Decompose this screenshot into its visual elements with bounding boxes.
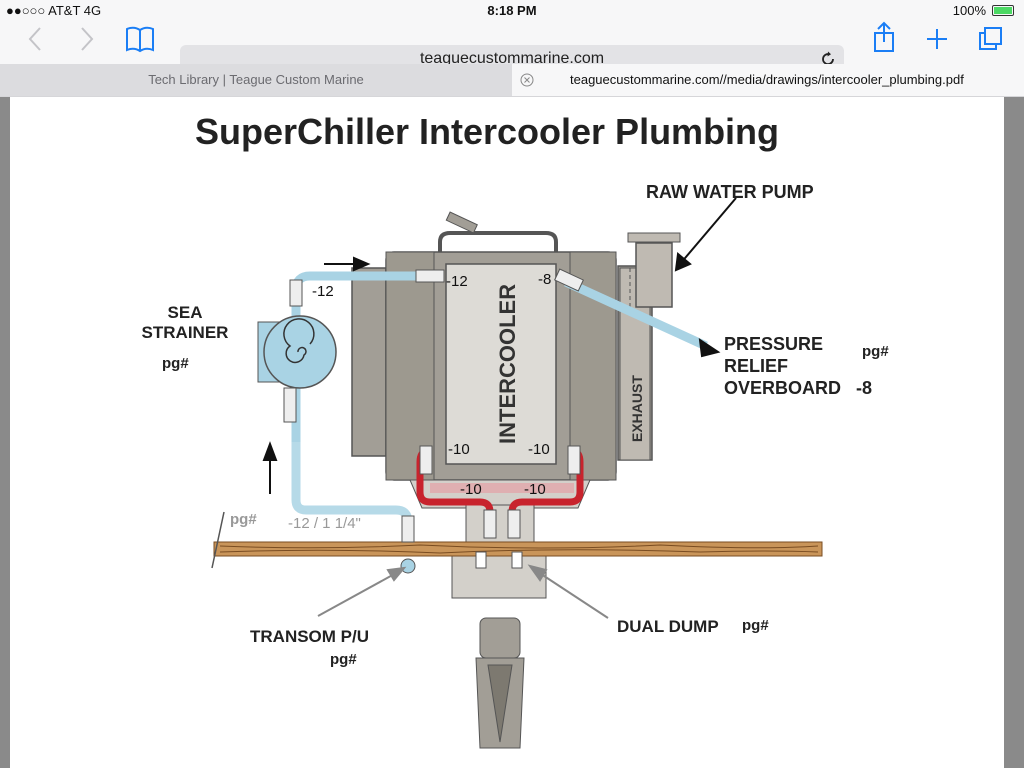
transom-pickup bbox=[400, 558, 416, 574]
tab-label: Tech Library | Teague Custom Marine bbox=[148, 72, 364, 87]
transom-callout bbox=[317, 571, 399, 617]
battery-percent: 100% bbox=[952, 3, 986, 18]
transom-plate bbox=[451, 555, 547, 599]
share-icon[interactable] bbox=[874, 21, 894, 52]
chevron-left-icon[interactable] bbox=[28, 27, 41, 51]
hose-pg-label: pg# bbox=[230, 511, 257, 528]
clock: 8:18 PM bbox=[487, 3, 537, 18]
pdf-page: SuperChiller Intercooler Plumbing INTERC… bbox=[10, 97, 1004, 768]
fitting-label-10-lr: -10 bbox=[528, 441, 550, 458]
drive-skeg bbox=[487, 664, 513, 743]
fitting-strainer-out bbox=[283, 387, 297, 423]
dump-callout-head bbox=[527, 564, 548, 582]
fitting-label-8: -8 bbox=[538, 271, 551, 288]
relief-label: RELIEF bbox=[724, 356, 788, 376]
tab-tech-library[interactable]: Tech Library | Teague Custom Marine bbox=[0, 64, 512, 96]
transom-callout-head bbox=[386, 566, 407, 582]
engine-lift-handle bbox=[438, 231, 558, 256]
url-text: teaguecustommarine.com bbox=[419, 50, 605, 67]
reload-icon[interactable] bbox=[820, 51, 836, 67]
dump-outlet-1 bbox=[475, 551, 487, 569]
dual-dump-pg: pg# bbox=[742, 617, 769, 634]
dump-callout bbox=[537, 571, 609, 619]
fitting-label-12-left: -12 bbox=[312, 283, 334, 300]
bookmarks-icon[interactable] bbox=[126, 26, 154, 53]
engine-left-bank bbox=[351, 267, 387, 457]
diagram-title: SuperChiller Intercooler Plumbing bbox=[195, 111, 779, 152]
gray-callouts bbox=[317, 564, 609, 619]
raw-water-pump-cap bbox=[627, 232, 681, 243]
close-tab-icon[interactable] bbox=[520, 73, 534, 87]
plus-icon[interactable] bbox=[927, 29, 947, 49]
pdf-viewer[interactable]: SuperChiller Intercooler Plumbing INTERC… bbox=[0, 97, 1024, 768]
fittings bbox=[283, 268, 584, 543]
fitting-10-lr bbox=[567, 445, 581, 475]
fitting-8 bbox=[554, 268, 584, 292]
dump-outlet-2 bbox=[511, 551, 523, 569]
fitting-12-top bbox=[415, 269, 445, 283]
status-bar: ●●○○○ AT&T 4G 8:18 PM 100% bbox=[0, 0, 1024, 20]
sea-strainer-pg: pg# bbox=[162, 355, 189, 372]
fitting-12-left bbox=[289, 279, 303, 307]
flow-arrow-up-head bbox=[262, 441, 278, 461]
drive-adapter bbox=[465, 504, 535, 546]
fitting-10-br bbox=[507, 509, 521, 539]
hose-size-label: -12 / 1 1/4" bbox=[288, 515, 361, 532]
fitting-transom bbox=[401, 515, 415, 543]
overboard-label: OVERBOARD bbox=[724, 378, 841, 398]
overboard-hose bbox=[564, 277, 708, 351]
fitting-10-bl bbox=[483, 509, 497, 539]
pressure-relief-pg: pg# bbox=[862, 343, 889, 360]
dual-dump-label: DUAL DUMP bbox=[617, 617, 719, 636]
tab-bar: Tech Library | Teague Custom Marine teag… bbox=[0, 64, 1024, 97]
engine-bracket bbox=[445, 211, 478, 234]
exhaust-label: EXHAUST bbox=[629, 375, 645, 442]
plumbing-diagram: SuperChiller Intercooler Plumbing INTERC… bbox=[142, 111, 889, 749]
transom-pu-pg: pg# bbox=[330, 651, 357, 668]
fitting-10-ll bbox=[419, 445, 433, 475]
pressure-label: PRESSURE bbox=[724, 334, 823, 354]
overboard-arrow-head bbox=[698, 337, 721, 358]
transom-edge-line bbox=[211, 511, 225, 569]
sea-label: SEA bbox=[168, 303, 203, 322]
drive-upper bbox=[479, 617, 521, 659]
fitting-label-10-br: -10 bbox=[524, 481, 546, 498]
fitting-label-10-bl: -10 bbox=[460, 481, 482, 498]
fitting-label-10-ll: -10 bbox=[448, 441, 470, 458]
overboard-size: -8 bbox=[856, 378, 872, 398]
intercooler-label: INTERCOOLER bbox=[495, 284, 520, 444]
intercooler-core bbox=[445, 263, 557, 465]
fitting-label-12-top: -12 bbox=[446, 273, 468, 290]
flow-arrow-right-head bbox=[353, 256, 371, 272]
raw-water-pump bbox=[635, 242, 673, 308]
carrier-label: ●●○○○ AT&T 4G bbox=[6, 3, 102, 18]
strainer-label: STRAINER bbox=[142, 323, 229, 342]
chevron-right-icon[interactable] bbox=[81, 27, 94, 51]
tabs-icon[interactable] bbox=[979, 27, 1002, 50]
browser-toolbar: teaguecustommarine.com bbox=[0, 20, 1024, 73]
sea-strainer-bowl bbox=[263, 315, 337, 389]
strainer-swirl-icon bbox=[283, 318, 315, 364]
tab-intercooler-pdf[interactable]: teaguecustommarine.com//media/drawings/i… bbox=[512, 64, 1024, 96]
pump-callout bbox=[679, 197, 737, 265]
flow-arrows bbox=[262, 197, 737, 494]
transom-pu-label: TRANSOM P/U bbox=[250, 627, 369, 646]
battery-icon bbox=[992, 5, 1014, 16]
raw-water-pump-label: RAW WATER PUMP bbox=[646, 182, 814, 202]
tab-label: teaguecustommarine.com//media/drawings/i… bbox=[570, 72, 964, 87]
wood-grain bbox=[219, 544, 819, 554]
pump-callout-head bbox=[674, 252, 692, 272]
